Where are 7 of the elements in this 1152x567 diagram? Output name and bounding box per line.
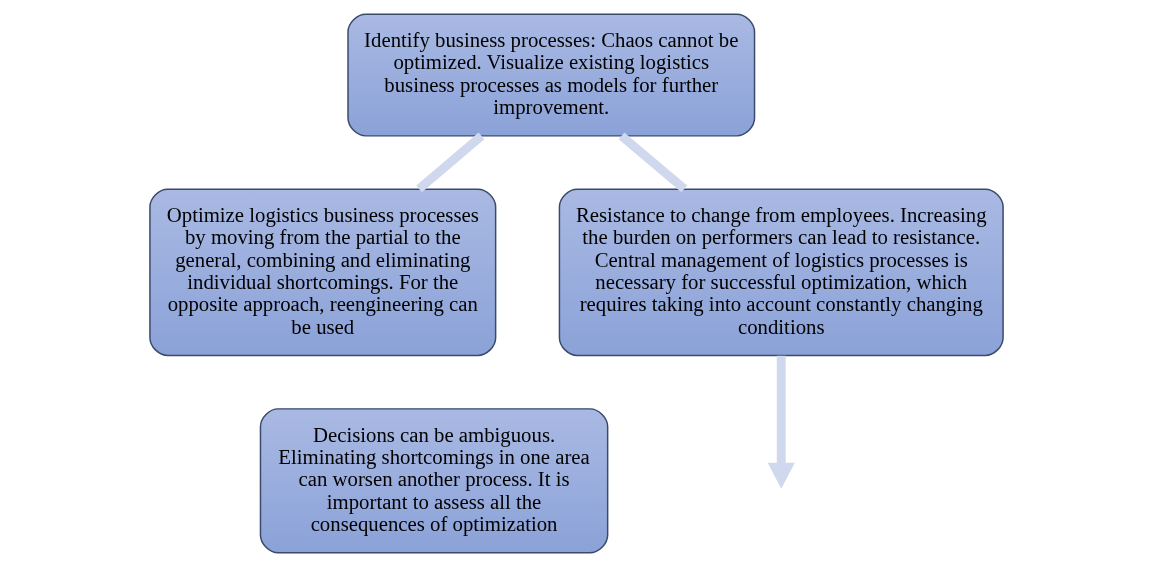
connector [618,132,687,193]
node-box: Resistance to change from employees. Increasing the burden on performers can lead to resistance. Central management of logistics processes is necessary for successful optimization, which requires taking into account constantly changing conditions [558,188,1004,357]
node-box: Optimize logistics business processes by moving from the partial to the general, combining and eliminating individual shortcomings. For the opposite approach, reengineering can be used [148,188,496,357]
node-box: Decisions can be ambiguous. Eliminating shortcomings in one area can worsen another process. It is important to assess all the consequences of optimization [259,408,608,554]
node-box: Identify business processes: Chaos cannot be optimized. Visualize existing logistics business processes as models for further improvement. [346,13,755,137]
arrow [767,355,795,489]
connector [415,132,484,193]
